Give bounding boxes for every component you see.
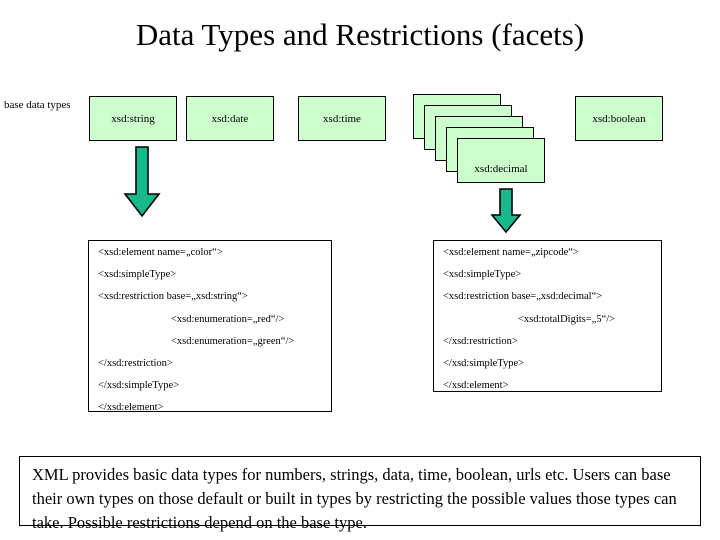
type-box-xsd-string: xsd:string: [89, 96, 177, 141]
code-line: </xsd:element>: [443, 380, 509, 391]
code-line: </xsd:simpleType>: [98, 380, 180, 391]
type-box-xsd-boolean: xsd:boolean: [575, 96, 663, 141]
code-line: <xsd:element name=„zipcode“>: [443, 247, 579, 258]
type-box-label: xsd:date: [211, 112, 249, 125]
summary-text-box: XML provides basic data types for number…: [19, 456, 701, 532]
type-box-label: xsd:string: [111, 112, 155, 125]
code-line: </xsd:element>: [98, 402, 164, 413]
down-arrow-icon-string: [122, 146, 162, 218]
code-box-color: <xsd:element name=„color“> <xsd:simpleTy…: [88, 240, 332, 413]
code-line: <xsd:totalDigits=„5“/>: [518, 314, 616, 325]
code-line: </xsd:restriction>: [98, 358, 173, 369]
code-line: </xsd:simpleType>: [443, 358, 525, 369]
code-line: </xsd:restriction>: [443, 336, 518, 347]
base-data-types-label: base data types: [4, 99, 71, 111]
code-line: <xsd:restriction base=„xsd:string“>: [98, 291, 248, 302]
type-box-label: xsd:decimal: [474, 163, 528, 175]
code-line: <xsd:enumeration=„red“/>: [171, 314, 285, 325]
type-box-xsd-decimal: xsd:decimal: [457, 138, 545, 183]
code-box-zipcode: <xsd:element name=„zipcode“> <xsd:simple…: [433, 240, 662, 392]
type-box-xsd-time: xsd:time: [298, 96, 386, 141]
code-line: <xsd:enumeration=„green“/>: [171, 336, 295, 347]
page-title: Data Types and Restrictions (facets): [135, 17, 585, 52]
code-line: <xsd:simpleType>: [98, 269, 177, 280]
code-line: <xsd:restriction base=„xsd:decimal“>: [443, 291, 603, 302]
type-box-label: xsd:time: [323, 112, 361, 125]
type-box-xsd-date: xsd:date: [186, 96, 274, 141]
down-arrow-icon-decimal: [489, 188, 523, 234]
code-line: <xsd:simpleType>: [443, 269, 522, 280]
code-line: <xsd:element name=„color“>: [98, 247, 223, 258]
type-box-label: xsd:boolean: [592, 112, 646, 125]
